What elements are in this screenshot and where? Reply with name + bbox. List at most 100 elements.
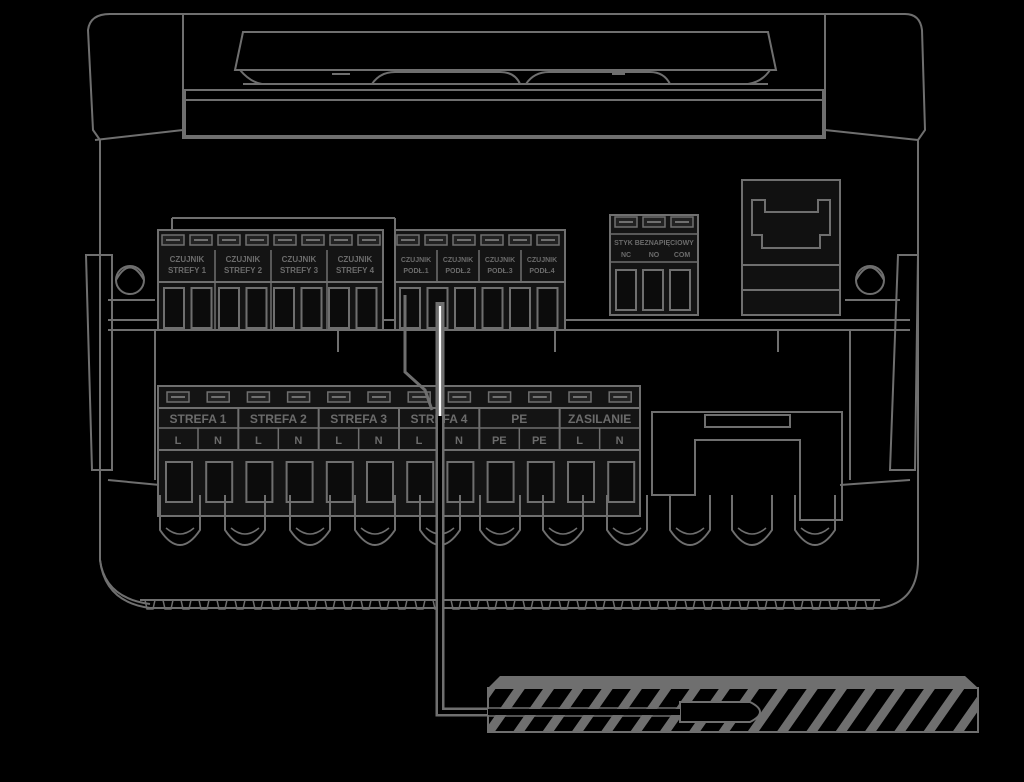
- terminal-screw: [189, 234, 213, 246]
- cable-entry: [651, 411, 843, 521]
- terminal-screw: [329, 234, 353, 246]
- sensor-terminal-block-zones: CZUJNIK STREFY 1 CZUJNIK STREFY 2 CZUJNIK STR…: [157, 217, 396, 352]
- power-pin-label: N: [294, 435, 302, 447]
- power-pin-label: PE: [532, 435, 547, 447]
- wire-slot: [300, 287, 323, 329]
- power-group-label: STREFA 2: [250, 412, 307, 426]
- voltage-free-contact-block: STYK BEZNAPIĘCIOWY NC NO COM: [609, 214, 699, 316]
- wire-slot: [163, 287, 185, 329]
- terminal-screw: [301, 234, 325, 246]
- terminal-screw: [396, 234, 420, 246]
- terminal-label-line2: PODŁ.3: [487, 268, 512, 275]
- terminal-label-line1: CZUJNIK: [170, 255, 205, 264]
- power-pin-label: N: [214, 435, 222, 447]
- terminal-screw: [407, 391, 431, 403]
- terminal-screw: [246, 391, 271, 403]
- terminal-screw: [536, 234, 560, 246]
- wire-slot: [526, 461, 555, 503]
- terminal-screw: [327, 391, 351, 403]
- terminal-screw: [480, 234, 504, 246]
- terminal-label-line2: STREFY 4: [336, 266, 375, 275]
- relay-pin-label: NC: [621, 252, 631, 259]
- terminal-screw: [642, 216, 666, 228]
- terminal-screw: [452, 234, 476, 246]
- terminal-screw: [357, 234, 381, 246]
- terminal-label-line2: PODŁ.1: [403, 268, 428, 275]
- power-group-label: STREFA 1: [170, 412, 227, 426]
- wire-slot: [328, 287, 350, 329]
- controller-housing: [84, 13, 927, 609]
- power-group-label: PE: [511, 412, 527, 426]
- wire-slot: [669, 269, 691, 311]
- power-group-label: STREFA 3: [330, 412, 387, 426]
- cable-gland: [669, 495, 711, 546]
- wire-slot: [454, 287, 476, 329]
- terminal-screw: [424, 234, 448, 246]
- relay-pin-label: NO: [649, 252, 660, 259]
- terminal-screw: [614, 216, 638, 228]
- terminal-screw: [217, 234, 241, 246]
- wire-slot: [190, 287, 213, 329]
- cable-gland: [479, 495, 521, 546]
- terminal-screw: [447, 391, 472, 403]
- wire-slot: [355, 287, 378, 329]
- wire-slot: [567, 461, 595, 503]
- wire-slot: [481, 287, 504, 329]
- terminal-label-line1: CZUJNIK: [527, 257, 557, 264]
- terminal-screw: [568, 391, 592, 403]
- cable-gland: [794, 495, 836, 546]
- wire-slot: [607, 461, 636, 503]
- relay-pin-label: COM: [674, 252, 691, 259]
- terminal-screw: [487, 391, 512, 403]
- wire-slot: [165, 461, 193, 503]
- terminal-screw: [608, 391, 632, 403]
- cable-gland: [289, 495, 331, 546]
- cable-gland: [606, 495, 648, 546]
- terminal-screw: [508, 234, 532, 246]
- terminal-screw: [286, 391, 311, 403]
- wire-slot: [615, 269, 637, 311]
- sensor-terminal-block-floor: CZUJNIKPODŁ.1CZUJNIKPODŁ.2CZUJNIKPODŁ.3C…: [394, 229, 566, 352]
- power-pin-label: PE: [492, 435, 507, 447]
- terminal-screw: [528, 391, 552, 403]
- wire-slot: [536, 287, 559, 329]
- wire-slot: [642, 269, 664, 311]
- power-pin-label: N: [455, 435, 463, 447]
- bottom-vent: [144, 599, 876, 610]
- terminal-label-line2: PODŁ.4: [529, 268, 554, 275]
- cable-gland: [224, 495, 266, 546]
- wire-slot: [486, 461, 515, 503]
- terminal-label-line2: STREFY 2: [224, 266, 263, 275]
- wire-slot: [399, 287, 421, 329]
- terminal-screw: [273, 234, 297, 246]
- cable-gland: [159, 495, 201, 546]
- cable-gland: [731, 495, 773, 546]
- relay-title: STYK BEZNAPIĘCIOWY: [614, 240, 694, 247]
- wire-slot: [406, 461, 435, 503]
- power-pin-label: L: [416, 435, 423, 447]
- wire-slot: [509, 287, 531, 329]
- rj-connector: [741, 179, 841, 352]
- terminal-screw: [367, 391, 391, 403]
- power-pin-label: L: [255, 435, 262, 447]
- power-group-label: ZASILANIE: [568, 412, 631, 426]
- floor-sensor-probe: [487, 676, 979, 733]
- power-pin-label: L: [175, 435, 182, 447]
- terminal-label-line2: STREFY 1: [168, 266, 207, 275]
- terminal-label-line2: STREFY 3: [280, 266, 319, 275]
- wire-slot: [218, 287, 240, 329]
- power-pin-label: N: [616, 435, 624, 447]
- terminal-label-line1: CZUJNIK: [338, 255, 373, 264]
- terminal-label-line1: CZUJNIK: [282, 255, 317, 264]
- cable-gland: [542, 495, 584, 546]
- power-pin-label: L: [576, 435, 583, 447]
- cable-gland: [354, 495, 396, 546]
- wire-slot: [273, 287, 295, 329]
- terminal-screw: [670, 216, 694, 228]
- wire-slot: [245, 461, 274, 503]
- terminal-label-line1: CZUJNIK: [226, 255, 261, 264]
- cable-glands: [159, 495, 836, 546]
- terminal-label-line2: PODŁ.2: [445, 268, 470, 275]
- wire-slot: [366, 461, 394, 503]
